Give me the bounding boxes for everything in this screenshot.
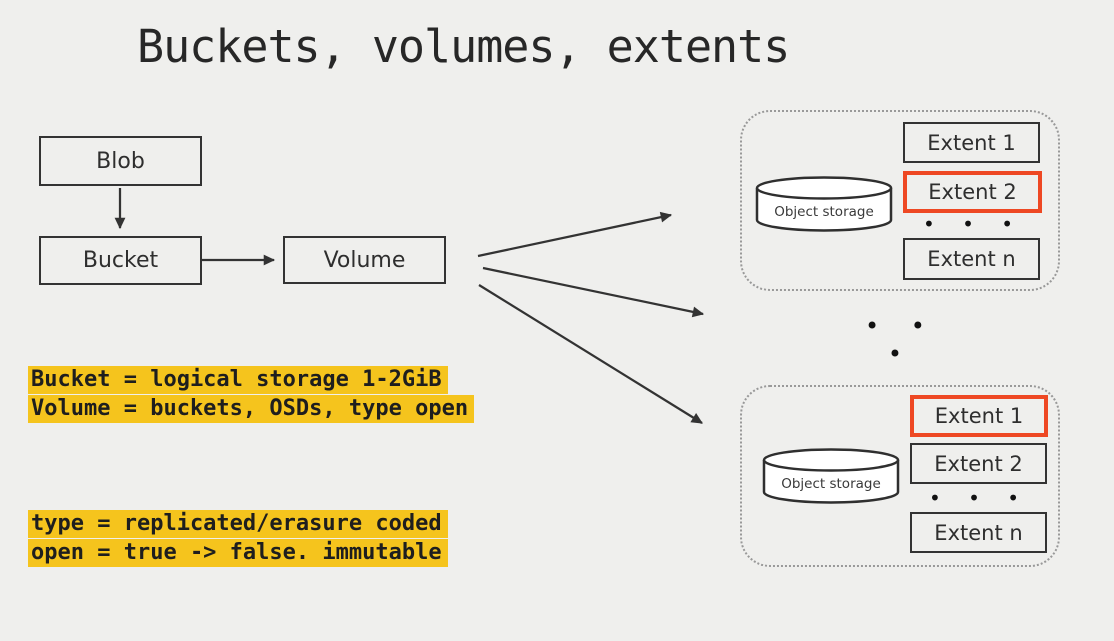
group1-extent-n: Extent n: [903, 238, 1040, 280]
group2-extent-n: Extent n: [910, 512, 1047, 553]
group2-extent-2: Extent 2: [910, 443, 1047, 484]
osd-group-2-cylinder-icon: Object storage: [761, 448, 901, 506]
arrow-volume-to-middle-icon: [482, 266, 705, 318]
group2-extent-1-highlighted: Extent 1: [910, 395, 1048, 437]
osd-group-1-storage-label: Object storage: [774, 204, 874, 220]
arrow-volume-to-group1-icon: [477, 211, 673, 258]
note-bucket-volume: Bucket = logical storage 1-2GiB Volume =…: [28, 366, 475, 424]
group1-extent-1: Extent 1: [903, 122, 1040, 163]
group2-extent-n-label: Extent n: [934, 520, 1023, 545]
group1-extent-1-label: Extent 1: [927, 130, 1016, 155]
bucket-node: Bucket: [39, 236, 202, 285]
group2-extent-1-label: Extent 1: [934, 404, 1024, 428]
note-line-volume: Volume = buckets, OSDs, type open: [28, 395, 475, 423]
note-type-open: type = replicated/erasure coded open = t…: [28, 510, 448, 568]
volume-node: Volume: [283, 236, 446, 284]
note-line-open: open = true -> false. immutable: [28, 539, 448, 567]
group1-extent-n-label: Extent n: [927, 247, 1016, 271]
group2-extent-ellipsis: • • •: [928, 486, 1029, 510]
group1-extent-2-label: Extent 2: [928, 180, 1017, 204]
slide-title: Buckets, volumes, extents: [137, 20, 790, 73]
osd-group-1: [740, 110, 1060, 291]
group1-extent-2-highlighted: Extent 2: [903, 171, 1042, 213]
osd-group-1-cylinder-icon: Object storage: [754, 176, 894, 234]
group2-extent-2-label: Extent 2: [934, 451, 1023, 476]
osd-group-2-storage-label: Object storage: [781, 476, 881, 492]
blob-node: Blob: [39, 136, 202, 186]
osd-group-2: [740, 385, 1060, 567]
note-line-type: type = replicated/erasure coded: [28, 510, 448, 538]
volume-node-label: Volume: [323, 247, 406, 273]
bucket-node-label: Bucket: [82, 248, 159, 273]
blob-node-label: Blob: [96, 148, 145, 174]
note-line-bucket: Bucket = logical storage 1-2GiB: [28, 366, 448, 394]
group1-extent-ellipsis: • • •: [922, 212, 1023, 236]
arrow-volume-to-group2-icon: [478, 284, 703, 424]
between-groups-ellipsis: • • •: [865, 312, 935, 368]
